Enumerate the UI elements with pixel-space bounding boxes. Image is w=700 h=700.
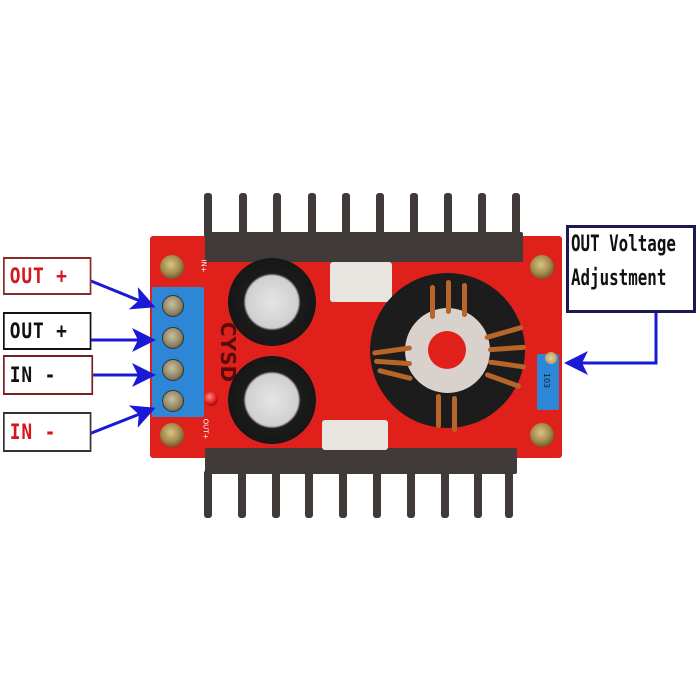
terminal-block [152,287,204,417]
capacitor-bottom [228,356,316,444]
label-out-plus-black-text: OUT + [9,319,68,343]
terminal-screw-2 [162,327,184,349]
label-out-voltage-adjustment: OUT Voltage Adjustment [566,225,696,313]
capacitor-top [228,258,316,346]
arrow-out-plus-red [90,279,156,310]
terminal-screw-1 [162,295,184,317]
label-in-minus-black: IN - [3,355,94,395]
label-in-minus-red: IN - [3,412,92,452]
label-out-voltage-line2: Adjustment [571,266,667,291]
mount-screw-top-right [530,255,554,279]
transistor-top [330,262,392,302]
arrow-voltage-adjust [564,311,658,375]
potentiometer-screw[interactable] [545,352,557,364]
label-out-plus-red-text: OUT + [9,264,68,288]
label-out-plus-black: OUT + [3,312,92,350]
terminal-screw-3 [162,359,184,381]
transistor-bottom [322,420,388,450]
arrow-in-minus-red [88,405,156,436]
label-out-plus-red: OUT + [3,257,92,295]
label-in-minus-black-text: IN - [9,363,57,387]
label-out-voltage-line1: OUT Voltage [571,232,676,257]
mount-screw-top-left [160,255,184,279]
mount-screw-bottom-left [160,423,184,447]
led-indicator [204,392,218,406]
voltage-adjust-potentiometer[interactable]: 103 [537,352,559,410]
mount-screw-bottom-right [530,423,554,447]
terminal-screw-4 [162,390,184,412]
label-in-minus-red-text: IN - [9,420,57,444]
